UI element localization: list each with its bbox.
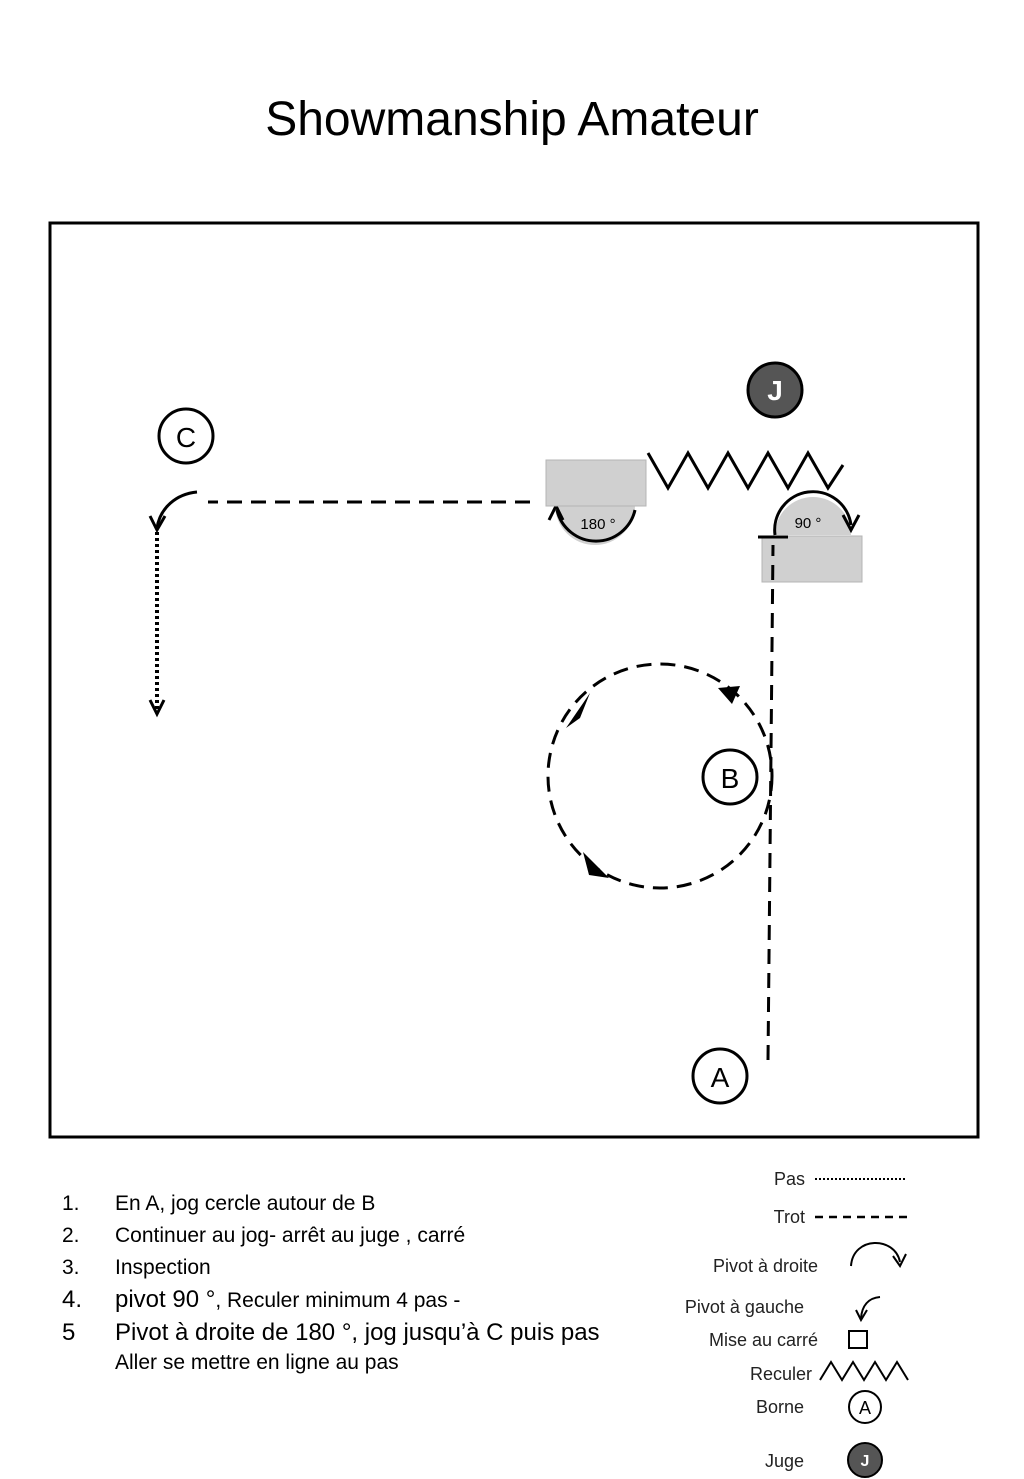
cone-c-label: C [176, 422, 196, 453]
legend: Pas Trot Pivot à droite Pivot à gauche M… [685, 1169, 909, 1478]
cone-b-label: B [721, 763, 740, 794]
circle-arrow-2 [566, 693, 590, 728]
legend-back-label: Reculer [750, 1364, 812, 1384]
step-text-rest: , Reculer minimum 4 pas - [215, 1289, 461, 1312]
cone-b: B [701, 748, 759, 806]
step-text: Inspection [115, 1256, 211, 1279]
legend-pivot-right-label: Pivot à droite [713, 1256, 818, 1276]
judge-icon: J [847, 1442, 883, 1478]
step-5-continuation: Aller se mettre en ligne au pas [62, 1349, 600, 1377]
page-title: Showmanship Amateur [265, 93, 759, 146]
legend-judge-label: Juge [765, 1451, 804, 1471]
legend-square-label: Mise au carré [709, 1330, 818, 1350]
step-text: En A, jog cercle autour de B [115, 1192, 376, 1215]
step-number: 5 [62, 1319, 76, 1346]
step-5: 5 Pivot à droite de 180 °, jog jusqu’à C… [62, 1317, 600, 1349]
square-icon [848, 1330, 868, 1349]
step-text: Continuer au jog- arrêt au juge , carré [115, 1224, 466, 1247]
pivot-180-area: 180 ° [545, 459, 647, 545]
pivot-right-icon [850, 1242, 907, 1268]
trot-circle-b [546, 662, 774, 890]
legend-cone-symbol: A [859, 1398, 871, 1418]
cone-icon: A [848, 1390, 882, 1424]
step-2: 2. Continuer au jog- arrêt au juge , car… [62, 1220, 600, 1252]
legend-pivot-left-label: Pivot à gauche [685, 1297, 804, 1317]
circle-arrow-3 [583, 852, 609, 878]
legend-judge-symbol: J [861, 1453, 870, 1470]
step-number: 3. [62, 1256, 80, 1279]
pivot-90-label: 90 ° [795, 515, 822, 532]
left-turn-at-c [155, 490, 198, 529]
cone-c: C [157, 407, 215, 465]
circle-arrow-1 [718, 686, 740, 704]
instruction-list: 1. En A, jog cercle autour de B 2. Conti… [62, 1188, 600, 1377]
legend-trot-label: Trot [774, 1207, 805, 1227]
step-1: 1. En A, jog cercle autour de B [62, 1188, 600, 1220]
judge-label: J [767, 375, 783, 406]
pivot-90-area: 90 ° [758, 490, 863, 583]
step-text: Pivot à droite de 180 °, jog jusqu’à C p… [115, 1319, 600, 1346]
judge-marker: J [746, 361, 804, 419]
step-number: 4. [62, 1286, 83, 1313]
legend-cone-label: Borne [756, 1397, 804, 1417]
step-text: Aller se mettre en ligne au pas [115, 1351, 399, 1374]
back-up-zigzag [646, 449, 845, 492]
back-up-icon [819, 1360, 909, 1382]
pivot-left-icon [855, 1296, 881, 1323]
step-4: 4. pivot 90 °, Reculer minimum 4 pas - [62, 1284, 600, 1317]
step-number: 2. [62, 1224, 80, 1247]
trot-path-a-to-judge [766, 544, 775, 1061]
step-3: 3. Inspection [62, 1252, 600, 1284]
arena-border [48, 221, 980, 1139]
step-text-main: pivot 90 ° [115, 1286, 216, 1313]
legend-walk-label: Pas [774, 1169, 805, 1189]
pivot-180-label: 180 ° [580, 516, 615, 533]
cone-a-label: A [711, 1062, 730, 1093]
cone-a: A [691, 1047, 749, 1105]
step-number: 1. [62, 1192, 80, 1215]
